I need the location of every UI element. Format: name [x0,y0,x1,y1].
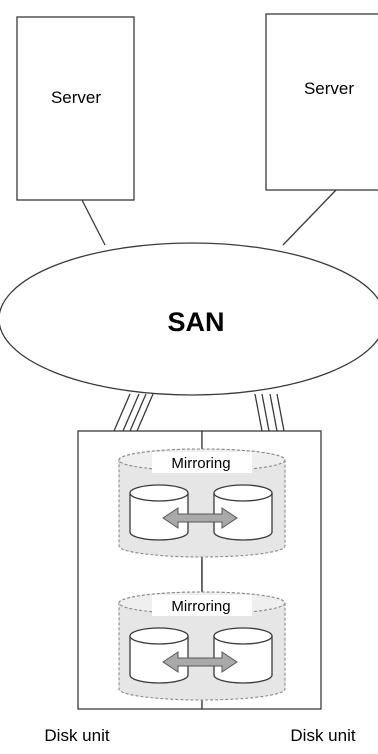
server-box-left [16,16,135,201]
server-left-connector [81,199,106,246]
san-label: SAN [167,307,224,337]
server-label-left: Server [51,88,101,107]
disk-cylinder-1a [129,484,189,541]
mirror-arrow-2 [162,651,238,673]
disk-unit-label-right: Disk unit [290,726,355,745]
server-right-connector [282,189,337,246]
disk-unit-label-left: Disk unit [44,726,109,745]
san-connectors-left [113,393,154,432]
mirror-group-1 [118,448,286,558]
disk-cylinder-1b [213,484,273,541]
san-connectors-right [254,393,285,432]
mirror-label-1: Mirroring [171,455,230,472]
server-box-right [265,13,378,191]
mirror-arrow-1 [162,507,238,529]
san-ellipse [0,242,378,396]
mirror-group-2 [118,591,286,701]
disk-cylinder-2b [213,627,273,684]
server-label-right: Server [304,79,354,98]
mirror-label-2: Mirroring [171,598,230,615]
disk-cylinder-2a [129,627,189,684]
